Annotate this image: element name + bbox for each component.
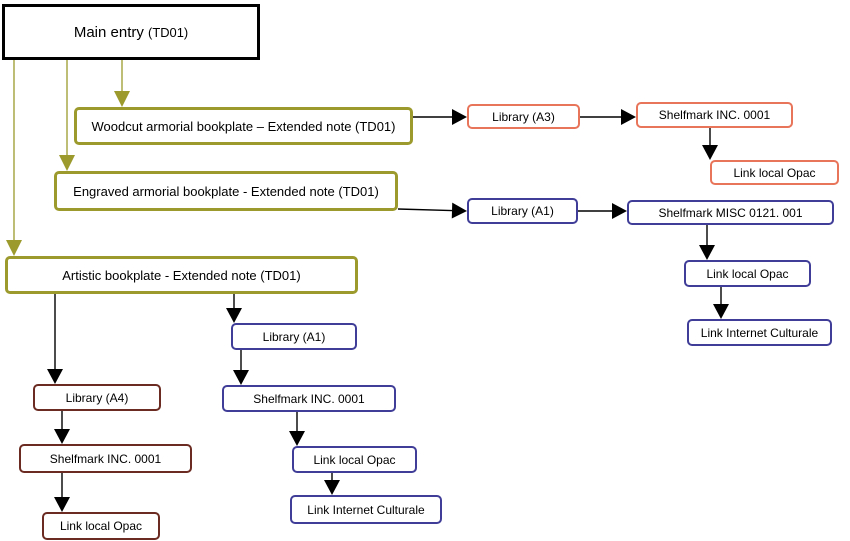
library-a1-top-label: Library (A1) bbox=[491, 204, 554, 218]
library-a1-top-node: Library (A1) bbox=[467, 198, 578, 224]
engraved-bookplate-label: Engraved armorial bookplate - Extended n… bbox=[73, 183, 379, 199]
shelfmark-inc-a3-label: Shelfmark INC. 0001 bbox=[658, 108, 771, 122]
edge-shelfmark-a3-to-opac bbox=[702, 128, 718, 160]
edge-artistic-to-library-a1-arrowhead bbox=[226, 308, 242, 323]
edge-shelfmark-misc-to-opac bbox=[699, 225, 715, 260]
artistic-bookplate-label: Artistic bookplate - Extended note (TD01… bbox=[62, 267, 301, 283]
edge-main-to-artistic-arrowhead bbox=[6, 240, 22, 256]
woodcut-bookplate-label: Woodcut armorial bookplate – Extended no… bbox=[91, 118, 396, 134]
edge-library-a3-to-shelfmark bbox=[580, 109, 636, 125]
edge-opac-to-internet-top bbox=[713, 287, 729, 319]
library-a3-node: Library (A3) bbox=[467, 104, 580, 129]
shelfmark-inc-a1-node: Shelfmark INC. 0001 bbox=[222, 385, 396, 412]
library-a4-label: Library (A4) bbox=[65, 390, 129, 405]
edge-library-a1-to-shelfmark-misc-arrowhead bbox=[612, 203, 627, 219]
edge-engraved-to-library-a1-arrowhead bbox=[451, 202, 467, 219]
internet-culturale-top-label: Link Internet Culturale bbox=[700, 325, 819, 340]
opac-a1-top-node: Link local Opac bbox=[684, 260, 811, 287]
woodcut-bookplate-node: Woodcut armorial bookplate – Extended no… bbox=[74, 107, 413, 145]
edge-main-to-woodcut bbox=[114, 60, 130, 107]
edge-shelfmark-a4-to-opac-arrowhead bbox=[54, 497, 70, 512]
main-entry-node: Main entry (TD01) bbox=[2, 4, 260, 60]
artistic-bookplate-node: Artistic bookplate - Extended note (TD01… bbox=[5, 256, 358, 294]
edge-library-a1-to-shelfmark-inc-arrowhead bbox=[233, 370, 249, 385]
library-a4-node: Library (A4) bbox=[33, 384, 161, 411]
opac-a1-top-label: Link local Opac bbox=[706, 266, 789, 281]
main-entry-code: (TD01) bbox=[148, 24, 189, 40]
edge-main-to-artistic bbox=[6, 60, 22, 256]
library-a1-bottom-label: Library (A1) bbox=[262, 329, 326, 344]
internet-culturale-top-node: Link Internet Culturale bbox=[687, 319, 832, 346]
edge-library-a4-to-shelfmark-arrowhead bbox=[54, 429, 70, 444]
edge-shelfmark-inc-to-opac bbox=[289, 412, 305, 446]
shelfmark-misc-label: Shelfmark MISC 0121. 001 bbox=[658, 205, 803, 220]
edge-shelfmark-inc-to-opac-arrowhead bbox=[289, 431, 305, 446]
edge-artistic-to-library-a1 bbox=[226, 294, 242, 323]
edge-engraved-to-library-a1-line bbox=[397, 208, 453, 212]
opac-a4-node: Link local Opac bbox=[42, 512, 160, 540]
edge-shelfmark-a3-to-opac-arrowhead bbox=[702, 145, 718, 160]
edge-woodcut-to-library-a3 bbox=[413, 109, 467, 125]
shelfmark-inc-a4-node: Shelfmark INC. 0001 bbox=[19, 444, 192, 473]
opac-a1-bottom-label: Link local Opac bbox=[313, 452, 396, 467]
shelfmark-inc-a1-label: Shelfmark INC. 0001 bbox=[253, 391, 365, 406]
edge-opac-to-internet-bottom-arrowhead bbox=[324, 480, 340, 495]
edge-artistic-to-library-a4 bbox=[47, 294, 63, 384]
opac-a3-node: Link local Opac bbox=[710, 160, 839, 185]
opac-a1-bottom-node: Link local Opac bbox=[292, 446, 417, 473]
shelfmark-misc-node: Shelfmark MISC 0121. 001 bbox=[627, 200, 834, 225]
edge-library-a3-to-shelfmark-arrowhead bbox=[621, 109, 636, 125]
opac-a3-label: Link local Opac bbox=[733, 165, 816, 180]
edge-main-to-engraved-arrowhead bbox=[59, 155, 75, 171]
edge-opac-to-internet-top-arrowhead bbox=[713, 304, 729, 319]
edge-shelfmark-misc-to-opac-arrowhead bbox=[699, 245, 715, 260]
edge-engraved-to-library-a1 bbox=[397, 202, 467, 219]
shelfmark-inc-a3-node: Shelfmark INC. 0001 bbox=[636, 102, 793, 128]
edge-main-to-engraved bbox=[59, 60, 75, 171]
shelfmark-inc-a4-label: Shelfmark INC. 0001 bbox=[49, 451, 162, 466]
edge-artistic-to-library-a4-arrowhead bbox=[47, 369, 63, 384]
internet-culturale-bottom-label: Link Internet Culturale bbox=[307, 502, 425, 517]
library-a1-bottom-node: Library (A1) bbox=[231, 323, 357, 350]
edge-library-a1-to-shelfmark-inc bbox=[233, 350, 249, 385]
internet-culturale-bottom-node: Link Internet Culturale bbox=[290, 495, 442, 524]
engraved-bookplate-node: Engraved armorial bookplate - Extended n… bbox=[54, 171, 398, 211]
edge-main-to-woodcut-arrowhead bbox=[114, 91, 130, 107]
edge-opac-to-internet-bottom bbox=[324, 473, 340, 495]
main-entry-label: Main entry bbox=[73, 23, 144, 41]
library-a3-label: Library (A3) bbox=[492, 109, 555, 124]
edge-shelfmark-a4-to-opac bbox=[54, 473, 70, 512]
edge-library-a4-to-shelfmark bbox=[54, 411, 70, 444]
opac-a4-label: Link local Opac bbox=[59, 519, 143, 533]
edge-woodcut-to-library-a3-arrowhead bbox=[452, 109, 467, 125]
edge-library-a1-to-shelfmark-misc bbox=[578, 203, 627, 219]
